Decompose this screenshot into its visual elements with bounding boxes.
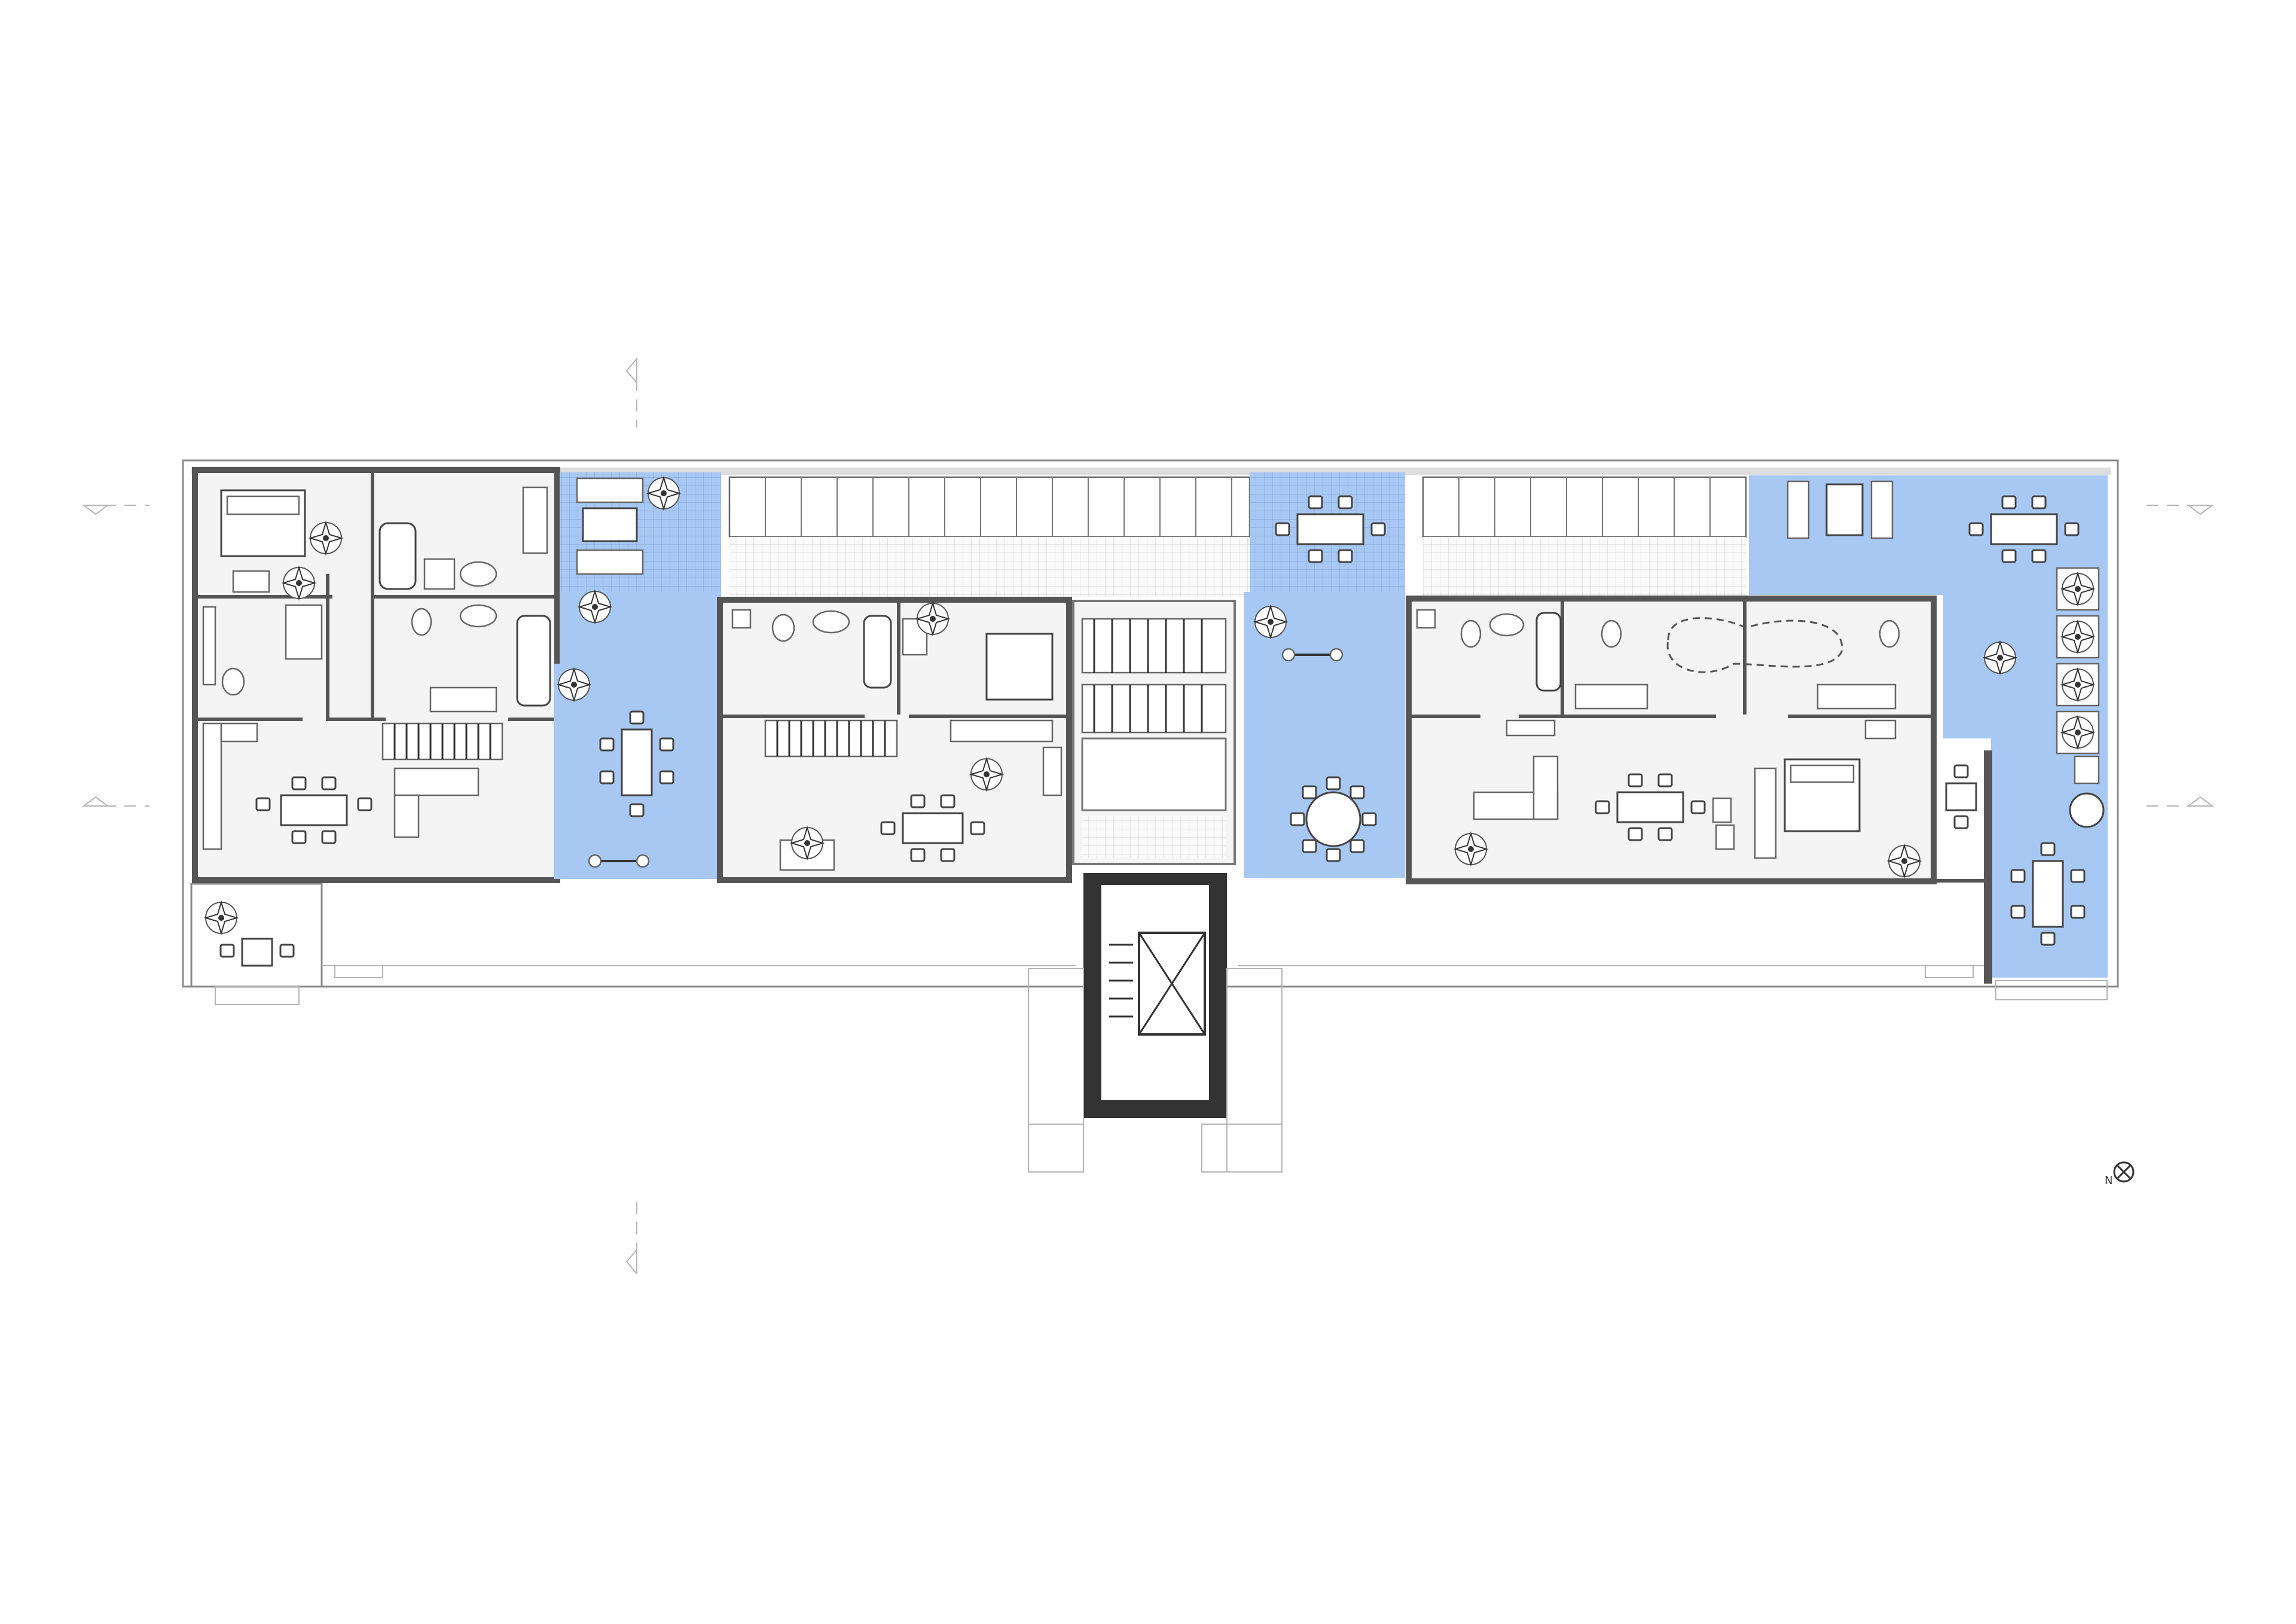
- shower-icon: [423, 558, 456, 590]
- terrace-1: [554, 472, 721, 879]
- round-stool: [2069, 792, 2105, 828]
- stair-icon: [764, 719, 898, 758]
- bathtub-icon: [1535, 612, 1562, 692]
- bathtub-icon: [516, 615, 551, 707]
- kitchen-counter: [949, 719, 1054, 743]
- terrace-table: [621, 728, 653, 796]
- toilet-icon: [411, 608, 432, 636]
- stair-icon: [381, 722, 503, 761]
- dining-table: [280, 794, 348, 826]
- rug-outline: [1666, 617, 1843, 673]
- sink-icon: [459, 604, 497, 628]
- toilet-icon: [771, 613, 795, 642]
- terrace-3: [1749, 475, 2108, 984]
- toilet-icon: [1601, 619, 1622, 648]
- stair-core: [1028, 600, 1283, 1173]
- building-outline: [182, 459, 2119, 1005]
- storage-row: [728, 476, 1747, 597]
- round-table: [1305, 791, 1361, 847]
- dining-table: [1616, 791, 1684, 823]
- bathtub-icon: [863, 615, 892, 689]
- north-label: N: [2105, 1174, 2112, 1187]
- balcony-table: [241, 938, 273, 967]
- lounger-icon: [582, 507, 638, 542]
- sink-icon: [812, 610, 850, 634]
- apartment-1: [192, 467, 560, 967]
- bed-icon: [220, 489, 306, 593]
- bathtub-icon: [378, 522, 417, 590]
- dining-table: [902, 812, 964, 844]
- toilet-icon: [221, 667, 245, 696]
- terrace-table: [1296, 513, 1364, 545]
- terrace-table: [1990, 513, 2058, 545]
- apartment-2: [717, 597, 1072, 883]
- apartment-3: [1406, 596, 1937, 884]
- bed-icon: [985, 633, 1054, 701]
- terrace-table: [2032, 860, 2064, 928]
- small-table: [1945, 782, 1977, 811]
- sink-icon: [459, 561, 497, 587]
- sofa-icon: [393, 767, 480, 796]
- shelf-icon: [522, 486, 548, 554]
- toilet-icon: [1879, 619, 1900, 648]
- section-markers: [82, 357, 2214, 1275]
- lounger-icon: [1825, 483, 1864, 536]
- sink-icon: [1489, 613, 1525, 637]
- terrace-2: [1244, 472, 1405, 878]
- toilet-icon: [1460, 619, 1482, 648]
- kitchen-counter: [202, 722, 222, 850]
- north-arrow: N: [2105, 1161, 2135, 1187]
